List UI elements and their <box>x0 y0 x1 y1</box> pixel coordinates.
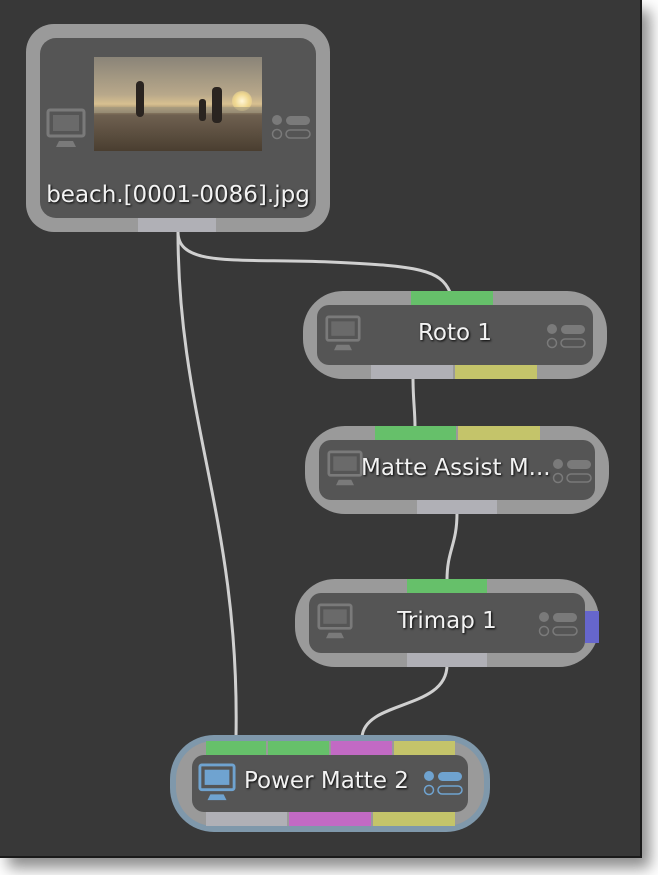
figure-child <box>199 99 206 121</box>
connection-wires <box>176 231 459 738</box>
node-label: Trimap 1 <box>397 608 497 634</box>
node-body <box>319 440 595 500</box>
wire-matte-assist-to-trimap1[interactable] <box>445 512 459 581</box>
wire-roto1-to-matte-assist[interactable] <box>411 377 417 428</box>
node-label: Power Matte 2 <box>244 768 409 794</box>
input-port-trimap[interactable] <box>331 741 392 755</box>
output-port[interactable] <box>417 500 497 514</box>
wire-beach-to-power-matte2[interactable] <box>176 231 238 738</box>
options-icon[interactable] <box>422 769 464 797</box>
node-power-matte2[interactable]: Power Matte 2 <box>170 735 490 832</box>
options-icon[interactable] <box>551 457 593 485</box>
output-port[interactable] <box>206 812 287 826</box>
input-port-foreground[interactable] <box>268 741 329 755</box>
monitor-icon[interactable] <box>198 762 236 804</box>
input-port-source[interactable] <box>206 741 266 755</box>
node-body <box>309 593 585 653</box>
output-port[interactable] <box>371 365 453 379</box>
options-icon[interactable] <box>537 610 579 638</box>
input-port-source[interactable] <box>411 291 493 305</box>
input-port-matte[interactable] <box>394 741 455 755</box>
input-port-source[interactable] <box>375 426 456 440</box>
node-graph-canvas[interactable]: beach.[0001-0086].jpg Roto 1 <box>0 0 642 858</box>
options-icon[interactable] <box>270 113 312 141</box>
node-label: Roto 1 <box>417 320 493 346</box>
output-port-matte[interactable] <box>289 812 371 826</box>
monitor-icon[interactable] <box>327 449 363 489</box>
node-body <box>192 755 468 812</box>
monitor-icon[interactable] <box>325 314 361 354</box>
figure-man <box>212 87 222 123</box>
input-port-matte[interactable] <box>458 426 540 440</box>
output-port[interactable] <box>407 653 487 667</box>
monitor-icon[interactable] <box>46 108 86 150</box>
node-label: Matte Assist M... <box>361 455 551 481</box>
input-port-source[interactable] <box>407 579 487 593</box>
node-roto1[interactable]: Roto 1 <box>303 291 607 379</box>
node-beach-read[interactable]: beach.[0001-0086].jpg <box>26 24 330 232</box>
node-label: beach.[0001-0086].jpg <box>46 182 310 208</box>
side-output-port[interactable] <box>585 611 599 643</box>
wire-trimap1-to-power-matte2[interactable] <box>360 664 449 738</box>
output-port-matte[interactable] <box>455 365 537 379</box>
node-trimap1[interactable]: Trimap 1 <box>295 579 599 667</box>
monitor-icon[interactable] <box>317 602 353 642</box>
options-icon[interactable] <box>545 322 587 350</box>
figure-woman <box>136 81 144 117</box>
output-port[interactable] <box>138 218 216 232</box>
wire-beach-to-roto1[interactable] <box>176 231 452 293</box>
output-port-matte-2[interactable] <box>373 812 455 826</box>
node-body <box>317 305 593 365</box>
node-matte-assist[interactable]: Matte Assist M... <box>305 426 609 514</box>
thumbnail-image <box>94 57 262 151</box>
